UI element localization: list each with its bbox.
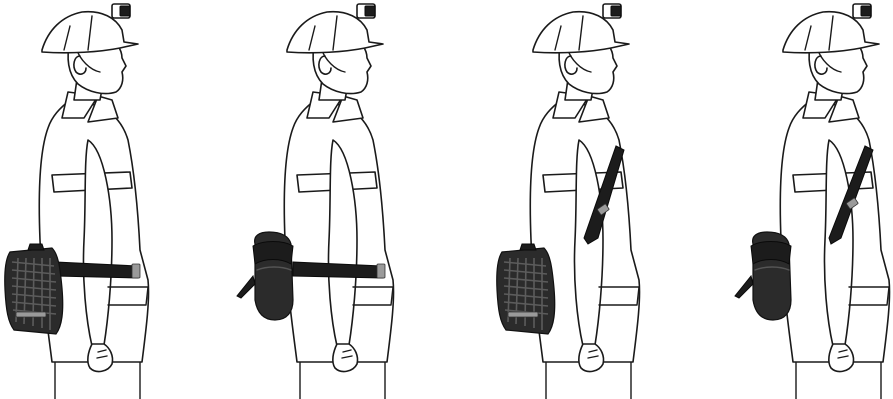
miner-body (530, 34, 639, 399)
cap-lamp-icon (112, 4, 130, 18)
cap-lamp-icon (357, 4, 375, 18)
miner-body (284, 34, 393, 399)
figure-1-waist-belt-hard-case (0, 0, 223, 399)
soft-pouch-icon (735, 232, 791, 320)
cap-lamp-icon (853, 4, 871, 18)
miner-figure-4 (669, 0, 892, 399)
soft-pouch-icon (237, 232, 293, 320)
cap-lamp-icon (603, 4, 621, 18)
hard-case-icon (497, 244, 555, 334)
figure-2-waist-belt-soft-pouch (223, 0, 446, 399)
miner-figure-2 (223, 0, 446, 399)
miner-body (780, 34, 889, 399)
miner-figure-3 (446, 0, 669, 399)
miner-body (39, 34, 148, 399)
figure-3-shoulder-strap-hard-case (446, 0, 669, 399)
figure-4-shoulder-strap-soft-pouch (669, 0, 892, 399)
miner-figure-1 (0, 0, 223, 399)
hard-case-icon (5, 244, 63, 334)
